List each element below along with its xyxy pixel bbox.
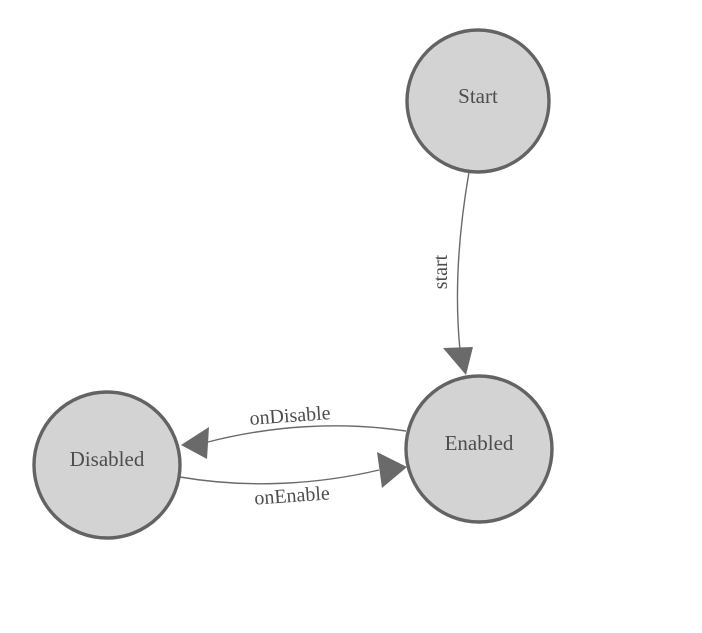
arrowhead-left-icon	[181, 427, 209, 459]
state-node-enabled: Enabled	[404, 374, 554, 524]
node-label: Start	[458, 84, 498, 108]
state-node-disabled: Disabled	[32, 390, 182, 540]
arrowhead-down-icon	[443, 347, 473, 375]
edge-start-to-enabled: start	[430, 171, 473, 375]
node-label: Disabled	[70, 447, 145, 471]
edge-line	[179, 469, 380, 485]
node-circle	[405, 28, 551, 174]
node-label: Enabled	[445, 431, 514, 455]
edge-line	[207, 425, 407, 443]
edge-disabled-to-enabled: onEnable	[179, 452, 407, 510]
edge-label-onenable: onEnable	[254, 482, 331, 509]
edge-line	[456, 171, 470, 351]
arrowhead-right-icon	[377, 452, 407, 488]
edge-enabled-to-disabled: onDisable	[181, 402, 407, 459]
node-circle	[404, 374, 554, 524]
state-node-start: Start	[405, 28, 551, 174]
node-circle	[32, 390, 182, 540]
edge-label-start: start	[430, 254, 452, 289]
